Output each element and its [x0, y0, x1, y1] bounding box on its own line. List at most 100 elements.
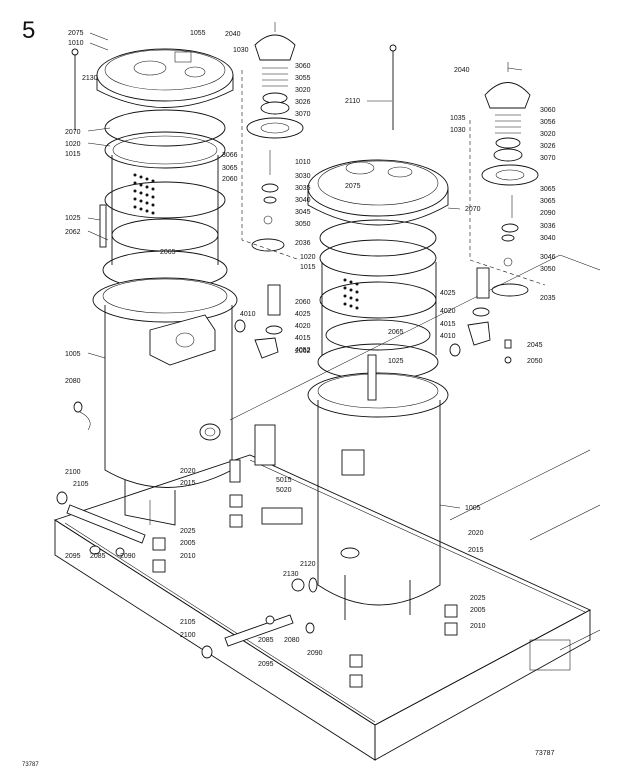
callout-3060: 3060: [295, 63, 311, 70]
step-number: 5: [22, 17, 35, 44]
callout-r-1035: 1035: [450, 115, 466, 122]
callout-4010: 4010: [240, 311, 256, 318]
callout-2075: 2075: [68, 30, 84, 37]
callout-r-5015: 5015: [276, 477, 292, 484]
callout-2020: 2020: [180, 468, 196, 475]
callout-r-3040: 3040: [540, 235, 556, 242]
callout-2105: 2105: [73, 481, 89, 488]
callout-r-3036: 3036: [540, 223, 556, 230]
callout-r-3060: 3060: [540, 107, 556, 114]
right-tower: [307, 44, 449, 620]
callout-r-3070: 3070: [540, 155, 556, 162]
callout-3070: 3070: [295, 111, 311, 118]
callout-r-3050: 3050: [540, 266, 556, 273]
callout-r-2090: 2090: [540, 210, 556, 217]
callout-1030: 1030: [233, 47, 249, 54]
callout-r-2085: 2085: [258, 637, 274, 644]
callout-r-2035: 2035: [540, 295, 556, 302]
callout-2025: 2025: [180, 528, 196, 535]
callout-1010: 1010: [68, 40, 84, 47]
left-tower: [71, 48, 241, 526]
callout-2080: 2080: [65, 378, 81, 385]
callout-2100: 2100: [65, 469, 81, 476]
callout-r-3065a: 3065: [540, 186, 556, 193]
callout-2130: 2130: [82, 75, 98, 82]
callout-r-1010: 1010: [295, 159, 311, 166]
right-piping: [201, 267, 512, 688]
callout-r-2090: 2090: [307, 650, 323, 657]
callout-r-4010: 4010: [440, 333, 456, 340]
right-grille: [343, 278, 359, 310]
callout-3045: 3045: [295, 209, 311, 216]
drawing-number: 73787: [535, 750, 555, 757]
callout-r-1025: 1025: [388, 358, 404, 365]
callouts-right: 2040 3060 3056 3020 3026 3070 2110 1035 …: [180, 67, 556, 668]
callout-r-2120: 2120: [300, 561, 316, 568]
callout-r-2105: 2105: [180, 619, 196, 626]
callout-2040: 2040: [225, 31, 241, 38]
callout-3026: 3026: [295, 99, 311, 106]
callout-1055: 1055: [190, 30, 206, 37]
callout-3055: 3055: [295, 75, 311, 82]
callout-2062: 2062: [65, 229, 81, 236]
callout-r-4015: 4015: [440, 321, 456, 328]
callout-r-4020: 4020: [440, 308, 456, 315]
callout-r-2095: 2095: [258, 661, 274, 668]
left-valve-stack: [241, 22, 304, 261]
callout-1025: 1025: [65, 215, 81, 222]
corner-code: 73787: [22, 762, 39, 767]
callout-3040: 3040: [295, 197, 311, 204]
callout-r-3046: 3046: [540, 254, 556, 261]
callout-r-2075: 2075: [345, 183, 361, 190]
callout-r-2005: 2005: [470, 607, 486, 614]
callout-r-3020: 3020: [540, 131, 556, 138]
callout-3066: 3066: [222, 152, 238, 159]
left-piping: [56, 284, 283, 573]
callout-1015: 1015: [65, 151, 81, 158]
callout-2060b: 2060: [295, 299, 311, 306]
callout-2015: 2015: [180, 480, 196, 487]
callout-1005: 1005: [65, 351, 81, 358]
callout-r-2110: 2110: [345, 98, 360, 105]
leader-lines: [87, 32, 523, 509]
callout-r-4025: 4025: [440, 290, 456, 297]
callout-r-1020: 1020: [300, 254, 316, 261]
callout-r-2070: 2070: [465, 206, 481, 213]
callout-3030: 3030: [295, 173, 311, 180]
callout-1020: 1020: [65, 141, 81, 148]
callout-r-1015: 1015: [300, 264, 316, 271]
callout-2060: 2060: [222, 176, 238, 183]
callout-r-2050: 2050: [527, 358, 543, 365]
callout-4020: 4020: [295, 323, 311, 330]
callout-r-2065: 2065: [388, 329, 404, 336]
callout-2065: 2065: [160, 249, 176, 256]
left-grille: [133, 173, 155, 215]
callout-r-5020: 5020: [276, 487, 292, 494]
callout-r-3026: 3026: [540, 143, 556, 150]
callout-2090: 2090: [120, 553, 136, 560]
callout-2010: 2010: [180, 553, 196, 560]
callout-2036: 2036: [295, 240, 311, 247]
callout-2085: 2085: [90, 553, 106, 560]
callout-r-2100: 2100: [180, 632, 196, 639]
callout-4015: 4015: [295, 335, 311, 342]
callout-r-2040: 2040: [454, 67, 470, 74]
callout-3035: 3035: [295, 185, 311, 192]
callout-r-2062: 2062: [295, 348, 311, 355]
callouts-left: 2075 1010 1055 2040 1030 3060 3055 3020 …: [65, 30, 311, 560]
callout-r-2015: 2015: [468, 547, 484, 554]
callout-3065: 3065: [222, 165, 238, 172]
callout-2070: 2070: [65, 129, 81, 136]
callout-r-2045: 2045: [527, 342, 543, 349]
callout-r-2020: 2020: [468, 530, 484, 537]
callout-4025: 4025: [295, 311, 311, 318]
callout-r-1030: 1030: [450, 127, 466, 134]
right-valve-stack: [469, 62, 546, 297]
callout-4052: 4052: [295, 347, 311, 354]
callout-3020: 3020: [295, 87, 311, 94]
callout-r-1005: 1005: [465, 505, 481, 512]
callout-r-3056: 3056: [540, 119, 556, 126]
callout-r-2010: 2010: [470, 623, 486, 630]
callout-r-2130: 2130: [283, 571, 299, 578]
